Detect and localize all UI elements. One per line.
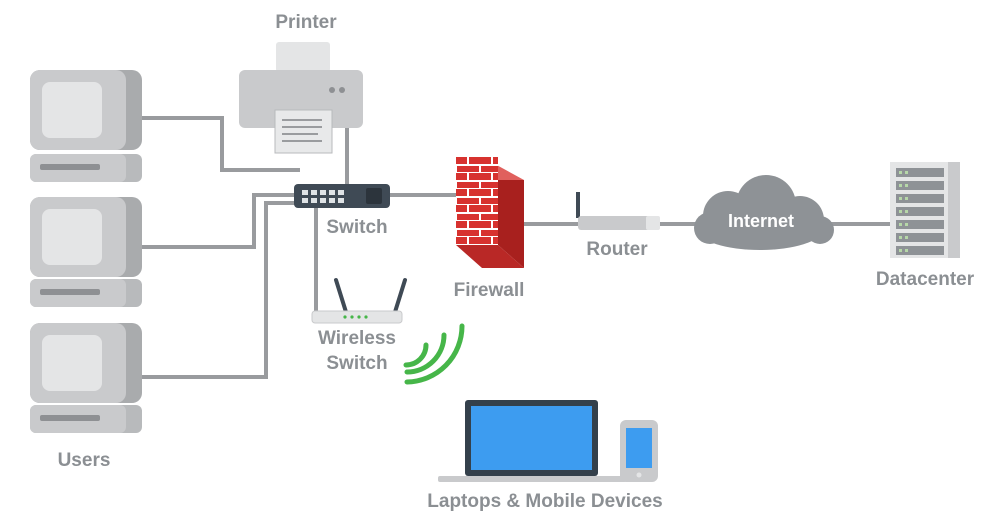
cloud-icon — [694, 175, 834, 250]
printer-label: Printer — [275, 12, 337, 33]
desktop-computer-icon — [30, 197, 142, 307]
wireless-switch-label: Wireless Switch — [318, 326, 396, 376]
mobile-phone-icon — [620, 420, 658, 482]
internet-label: Internet — [727, 211, 795, 231]
desktop-computer-icon — [30, 323, 142, 433]
datacenter-label: Datacenter — [875, 269, 975, 290]
desktop-computer-icon — [30, 70, 142, 182]
wireless-switch-label-line2: Switch — [326, 353, 388, 374]
router-icon — [576, 192, 660, 230]
switch-label: Switch — [326, 217, 388, 238]
link-user2-switch — [142, 193, 300, 249]
laptops-mobile-label: Laptops & Mobile Devices — [427, 491, 663, 512]
server-rack-icon — [890, 162, 960, 258]
network-switch-icon — [294, 184, 390, 208]
brick-firewall-icon — [456, 157, 524, 268]
connection-lines — [142, 116, 892, 379]
wireless-switch-label-line1: Wireless — [318, 328, 396, 349]
users-label: Users — [57, 450, 111, 471]
laptop-icon — [438, 400, 626, 482]
link-user3-switch — [142, 201, 300, 379]
router-label: Router — [586, 239, 648, 260]
printer-icon — [239, 42, 363, 154]
wireless-access-point-icon — [311, 278, 407, 324]
firewall-label: Firewall — [453, 280, 525, 301]
wifi-signal-icon — [403, 323, 465, 385]
link-user1-switch — [142, 116, 300, 172]
